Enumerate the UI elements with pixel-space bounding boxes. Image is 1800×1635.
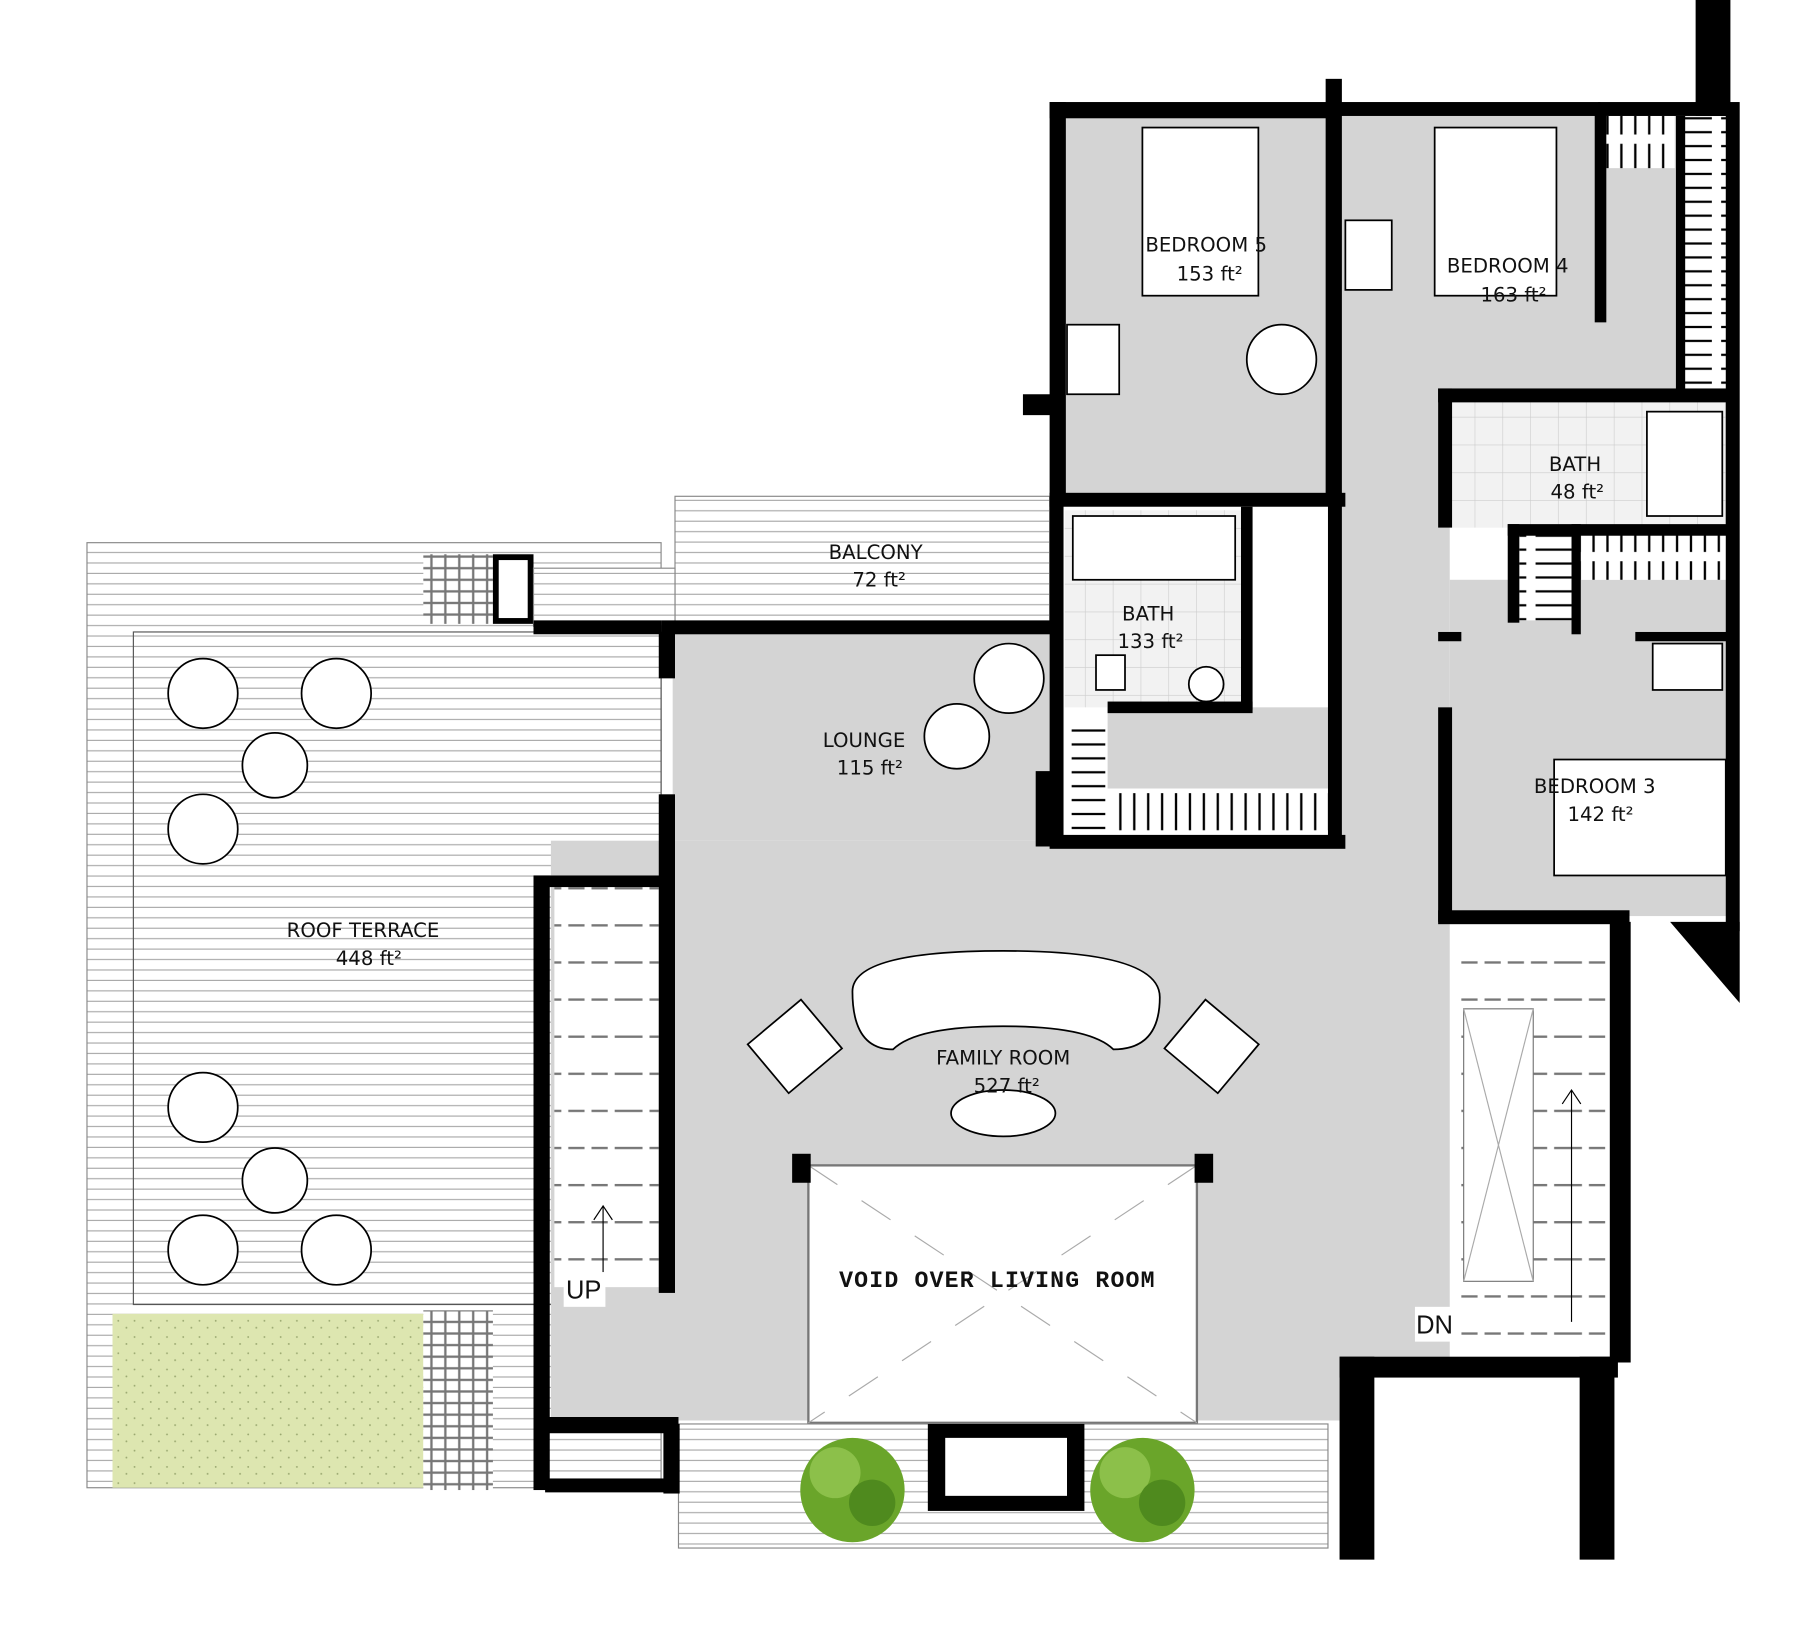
closet xyxy=(1602,115,1675,169)
desk-icon xyxy=(1651,642,1724,691)
armchair-icon xyxy=(167,793,239,865)
armchair-icon xyxy=(1163,998,1260,1095)
desk-icon xyxy=(1066,323,1121,396)
room-name-family-room: FAMILY ROOM xyxy=(936,1046,1070,1069)
room-name-bedroom4: BEDROOM 4 xyxy=(1447,255,1569,278)
furniture xyxy=(167,126,1727,1286)
bed-icon xyxy=(1433,126,1558,297)
stair-up-label: UP xyxy=(566,1277,601,1305)
room-area-bedroom4: 163 ft² xyxy=(1480,283,1546,306)
bed-icon xyxy=(1141,126,1260,297)
armchair-icon xyxy=(746,998,844,1095)
room-name-bath-133: BATH xyxy=(1122,602,1174,625)
room-name-roof-terrace: ROOF TERRACE xyxy=(287,919,440,942)
closet xyxy=(1577,533,1729,580)
toilet-icon xyxy=(1095,654,1126,691)
closet xyxy=(1519,533,1572,621)
room-area-family-room: 527 ft² xyxy=(974,1074,1040,1097)
sink-icon xyxy=(1187,665,1225,703)
balcony-deck xyxy=(674,495,1051,627)
table-icon xyxy=(241,731,309,799)
closet xyxy=(1064,721,1106,835)
void-over-living-room xyxy=(792,1153,1214,1424)
lawn-area xyxy=(112,1313,424,1488)
plant-icon xyxy=(1090,1437,1195,1543)
armchair-icon xyxy=(167,1214,239,1286)
table-icon xyxy=(241,1147,309,1214)
room-area-balcony: 72 ft² xyxy=(852,569,906,592)
room-area-roof-terrace: 448 ft² xyxy=(336,947,402,970)
stair-up[interactable] xyxy=(554,887,659,1288)
room-name-bedroom3: BEDROOM 3 xyxy=(1534,775,1656,798)
closet xyxy=(1681,115,1729,395)
coffee-table-icon xyxy=(950,1089,1057,1138)
desk-icon xyxy=(1344,219,1393,291)
armchair-icon xyxy=(1245,323,1318,396)
armchair-icon xyxy=(167,1071,239,1144)
room-area-bedroom5: 153 ft² xyxy=(1177,263,1243,286)
walls xyxy=(533,0,1740,1560)
room-area-bath-48: 48 ft² xyxy=(1551,481,1605,504)
armchair-icon xyxy=(973,642,1045,715)
armchair-icon xyxy=(300,657,373,730)
room-name-bath-48: BATH xyxy=(1549,453,1601,476)
room-name-void: VOID OVER LIVING ROOM xyxy=(839,1268,1156,1294)
room-name-bedroom5: BEDROOM 5 xyxy=(1145,234,1267,257)
shower-icon xyxy=(1646,410,1724,517)
brick-planter xyxy=(423,1310,493,1491)
room-name-lounge: LOUNGE xyxy=(823,729,906,752)
brick-column xyxy=(423,554,493,624)
bed-icon xyxy=(1553,758,1727,877)
stair-down-label: DN xyxy=(1416,1312,1453,1340)
sofa-icon xyxy=(851,949,1161,1051)
plant-icon xyxy=(800,1437,905,1543)
armchair-icon xyxy=(300,1214,373,1286)
room-name-balcony: BALCONY xyxy=(829,541,924,564)
room-area-lounge: 115 ft² xyxy=(837,757,903,780)
room-area-bedroom3: 142 ft² xyxy=(1567,803,1633,826)
armchair-icon xyxy=(167,657,239,730)
closet xyxy=(1113,790,1328,835)
room-area-bath-133: 133 ft² xyxy=(1117,630,1183,653)
table-icon xyxy=(923,702,991,770)
bathtub-icon xyxy=(1071,515,1237,581)
